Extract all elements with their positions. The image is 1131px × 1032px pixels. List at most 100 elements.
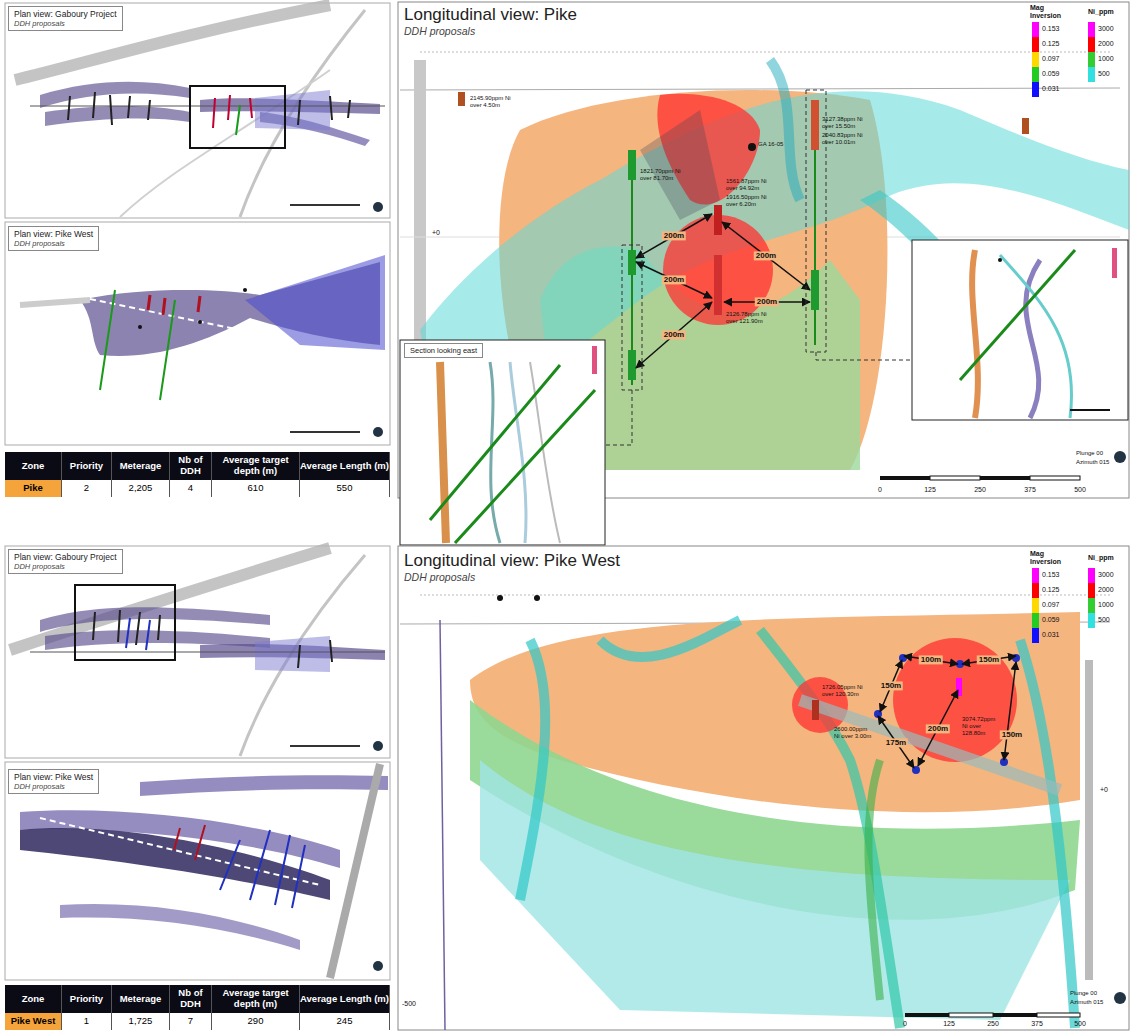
ultramafic-ribbon: [530, 362, 560, 543]
legend-text: 0.059: [1042, 70, 1060, 78]
annotation-label: 1561.87ppm Ni over 94.92m: [726, 178, 774, 192]
hole-segment: [714, 255, 722, 315]
drill-traces: [174, 825, 205, 860]
scale-bar: [930, 476, 980, 480]
north-logo: [373, 202, 383, 212]
table-cell: 2: [62, 480, 112, 497]
proposed-hole: [814, 150, 816, 345]
spacing-arrow: [1004, 662, 1016, 760]
subtitle-text: DDH proposals: [14, 782, 93, 791]
legend-swatch: [1088, 22, 1095, 37]
annotation-label: 125: [941, 1020, 957, 1028]
collar: [243, 288, 247, 292]
annotation-label: 2040.83ppm Ni over 10.01m: [822, 132, 870, 146]
drill-traces: [148, 295, 200, 315]
legend-text: 500: [1098, 70, 1110, 78]
legend-swatch: [1032, 568, 1039, 583]
proposed-hole: [1012, 654, 1020, 662]
legend-text: 0.125: [1042, 586, 1060, 594]
annotation-label: 150m: [977, 655, 1001, 664]
collar: [998, 258, 1002, 262]
annotation-label: 200m: [662, 330, 686, 339]
road-band: [15, 5, 330, 80]
annotation-label: 1916.50ppm Ni over 6.20m: [726, 194, 774, 208]
title-box: Plan view: Gaboury ProjectDDH proposals: [8, 549, 123, 574]
inset-frame: [400, 340, 605, 545]
subtitle-text: DDH proposals: [14, 19, 117, 28]
drill-traces: [68, 92, 350, 125]
annotation-label: 250: [985, 1020, 1001, 1028]
annotation-label: Azimuth 015: [1070, 999, 1103, 1006]
table-cell: 610: [212, 480, 300, 497]
legend-swatch: [1088, 67, 1095, 82]
annotation-label: 2126.78ppm Ni over 121.90m: [726, 311, 778, 325]
legend-text: 0.097: [1042, 601, 1060, 609]
proposed-hole: [430, 365, 595, 543]
title-text: Plan view: Pike West: [14, 229, 93, 239]
ultramafic-band: [140, 775, 388, 796]
table-cell: 1,725: [112, 1013, 170, 1030]
hole-segment: [628, 250, 636, 275]
dashed-box: [806, 90, 826, 352]
legend-text: 0.031: [1042, 631, 1060, 639]
annotation-label: 150m: [879, 681, 903, 690]
annotation-label: 200m: [754, 251, 778, 260]
table-cell: Meterage: [112, 452, 170, 480]
legend-swatch: [1088, 568, 1095, 583]
proposed-hole: [236, 105, 240, 135]
legend-text: 0.153: [1042, 571, 1060, 579]
scale-bar: [1070, 409, 1110, 411]
ultramafic-band: [40, 82, 190, 108]
legend-swatch: [1032, 613, 1039, 628]
legend-swatch: [1088, 52, 1095, 67]
annotation-label: 200m: [662, 231, 686, 240]
annotation-label: 375: [1022, 486, 1038, 494]
collar: [198, 320, 202, 324]
road-band: [20, 300, 90, 305]
table-cell: Average target depth (m): [212, 452, 300, 480]
ultramafic-ribbon: [520, 640, 545, 900]
spacing-arrow: [918, 690, 958, 766]
road-line: [240, 10, 365, 217]
dashed-leader: [605, 390, 632, 445]
north-logo: [373, 741, 383, 751]
north-logo: [373, 961, 383, 971]
legend-swatch: [1088, 613, 1095, 628]
annotation-label: GA 16-05: [758, 141, 783, 148]
map-frame: [5, 3, 390, 218]
legend-text: 0.097: [1042, 55, 1060, 63]
annotation-label: 100m: [919, 655, 943, 664]
table-cell: Average target depth (m): [212, 985, 300, 1013]
title-text: Plan view: Pike West: [14, 772, 93, 782]
spacing-arrow: [722, 222, 810, 290]
road-band: [330, 764, 380, 978]
surface-line: [400, 88, 1120, 90]
ultramafic-ribbon: [640, 110, 720, 220]
annotation-label: 250: [972, 486, 988, 494]
annotation-label: 2600.00ppm Ni over 3.00m: [834, 726, 872, 740]
title-text: Plan view: Gaboury Project: [14, 552, 117, 562]
collar: [497, 595, 503, 601]
hole-segment: [811, 100, 819, 150]
annotation-label: Mag Inversion: [1030, 4, 1074, 20]
legend-text: 0.031: [1042, 85, 1060, 93]
spacing-arrow: [636, 214, 712, 258]
zoom-box: [190, 86, 285, 148]
table-cell: Average Length (m): [300, 452, 390, 480]
table-cell: Priority: [62, 452, 112, 480]
inset-frame: [912, 240, 1128, 420]
ultramafic-ribbon: [510, 362, 526, 543]
collar: [138, 325, 142, 329]
legend-text: 2000: [1098, 40, 1114, 48]
legend-swatch: [1032, 583, 1039, 598]
title-box: Section looking east: [404, 343, 483, 358]
annotation-label: 200m: [662, 275, 686, 284]
ultramafic-band: [45, 106, 190, 126]
ultramafic-ribbon: [490, 362, 500, 543]
annotation-label: +0: [1100, 786, 1108, 794]
subtitle-text: DDH proposals: [404, 571, 620, 584]
annotation-label: 200m: [755, 297, 779, 306]
hole-segment: [812, 700, 819, 720]
legend-text: 1000: [1098, 601, 1114, 609]
proposed-hole: [960, 250, 1075, 380]
